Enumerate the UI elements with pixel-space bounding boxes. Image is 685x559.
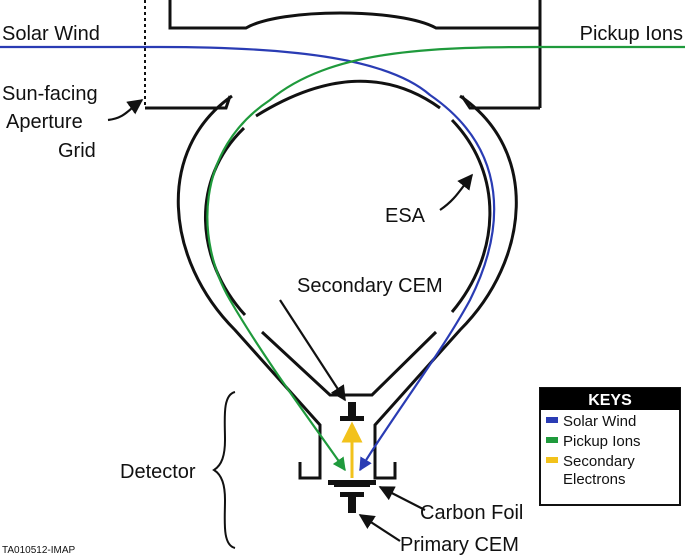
primary-cem — [340, 492, 364, 513]
secondary-cem — [340, 402, 364, 421]
pickup-ions-swatch — [546, 437, 558, 443]
aperture-label-line1: Sun-facing — [2, 83, 98, 105]
detector-brace — [212, 391, 236, 549]
solar-wind-trajectory — [0, 45, 496, 472]
pickup-ions-label: Pickup Ions — [580, 23, 683, 45]
carbon-foil-label: Carbon Foil — [420, 502, 523, 524]
key-secondary-electrons-line1: Secondary — [563, 453, 635, 470]
secondary-cem-label: Secondary CEM — [297, 275, 443, 297]
solar-wind-label: Solar Wind — [2, 23, 100, 45]
esa-electrodes — [176, 79, 518, 480]
secondary-electrons-swatch — [546, 457, 558, 463]
primary-cem-label: Primary CEM — [400, 534, 519, 556]
secondary-cem-leader — [279, 299, 346, 402]
key-secondary-electrons-line2: Electrons — [563, 471, 626, 488]
key-pickup-ions: Pickup Ions — [563, 433, 641, 450]
aperture-label-line3: Grid — [58, 140, 96, 162]
solar-wind-swatch — [546, 417, 558, 423]
keys-legend: KEYS Solar Wind Pickup Ions Secondary El… — [539, 387, 681, 506]
key-solar-wind: Solar Wind — [563, 413, 636, 430]
figure-id: TA010512-IMAP — [2, 545, 76, 556]
primary-cem-leader — [358, 514, 401, 542]
entrance-housing — [145, 0, 542, 110]
keys-header — [540, 388, 680, 410]
aperture-grid-leader — [107, 99, 144, 122]
aperture-label-line2: Aperture — [6, 111, 83, 133]
keys-title: KEYS — [588, 392, 632, 409]
esa-label: ESA — [385, 205, 426, 227]
esa-leader — [439, 173, 473, 211]
detector-label: Detector — [120, 461, 196, 483]
pickup-ion-trajectory — [206, 45, 685, 472]
carbon-foil-leader — [378, 486, 426, 511]
carbon-foil — [328, 480, 376, 487]
